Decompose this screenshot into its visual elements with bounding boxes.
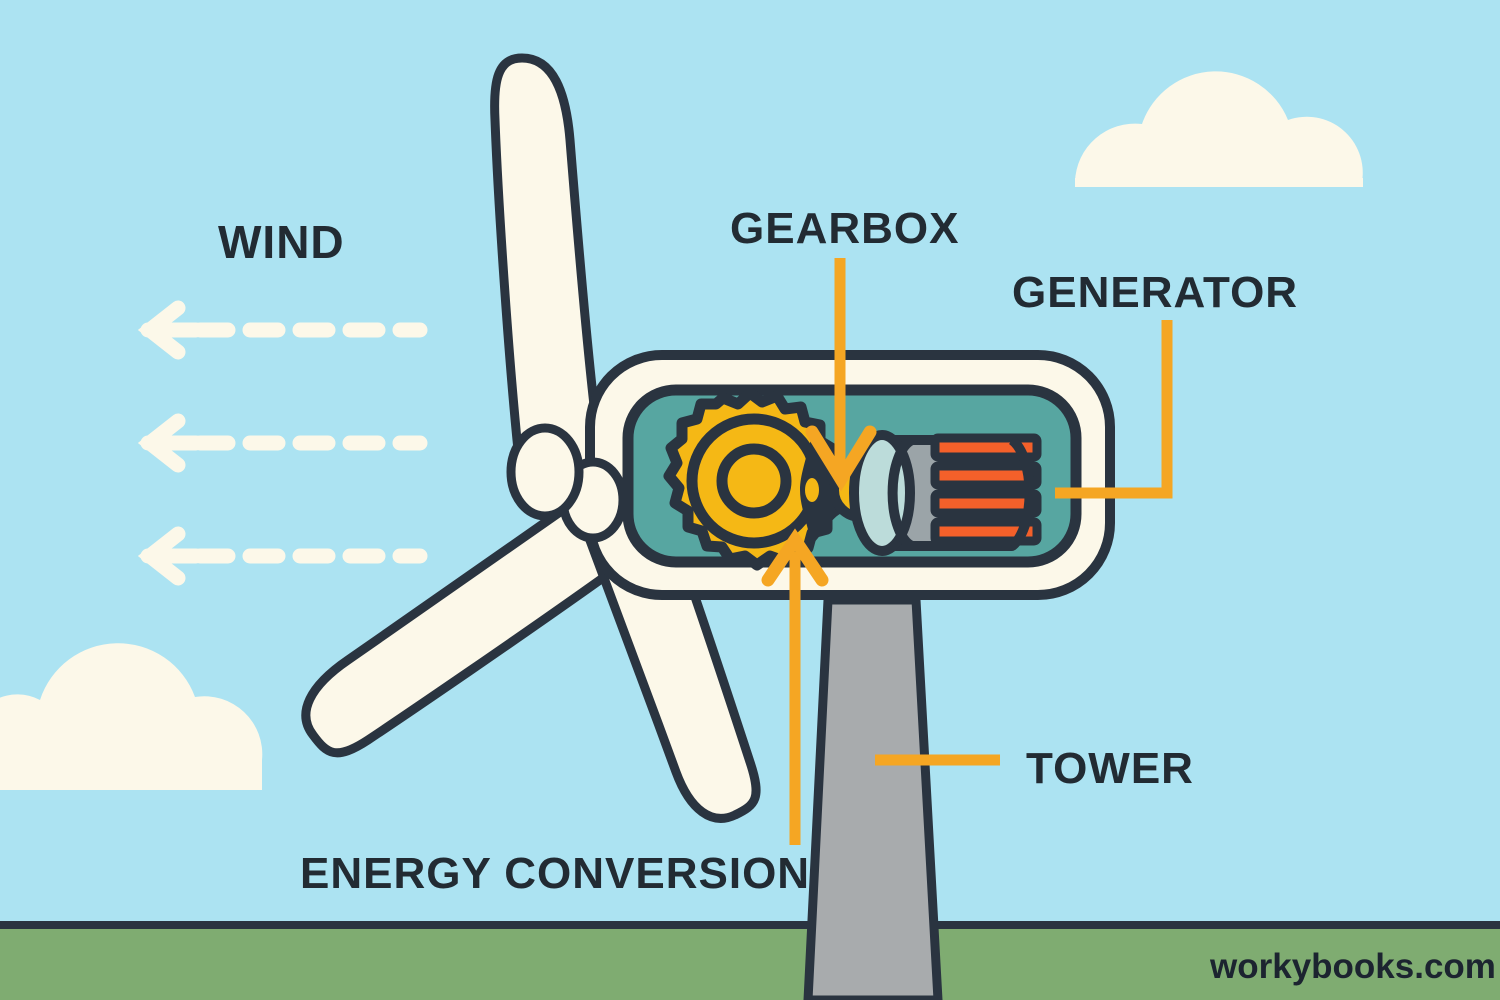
leader-lines (761, 258, 1173, 845)
leader-energy-conversion (761, 528, 829, 845)
watermark: workybooks.com (1209, 947, 1496, 986)
label-tower: TOWER (1026, 744, 1194, 793)
support-tower (803, 595, 943, 1000)
generator-coils (930, 433, 1042, 546)
wind-arrow-1 (137, 300, 428, 360)
label-energy-conversion: ENERGY CONVERSION (300, 849, 810, 898)
wind-arrow-group (137, 300, 428, 586)
cloud-bottom-left (0, 643, 263, 790)
label-generator: GENERATOR (1012, 268, 1298, 317)
label-gearbox: GEARBOX (730, 204, 959, 253)
leader-generator (1055, 320, 1173, 499)
wind-arrow-2 (137, 413, 428, 473)
cloud-top-right (1075, 71, 1363, 187)
wind-arrow-3 (137, 526, 428, 586)
gearbox-gear (663, 387, 846, 571)
ground-line (0, 921, 1500, 929)
rotor-hub (506, 423, 628, 543)
generator-body (849, 430, 1042, 556)
ground-strip (0, 928, 1500, 1000)
label-wind: WIND (218, 216, 345, 268)
leader-gearbox (805, 258, 877, 492)
